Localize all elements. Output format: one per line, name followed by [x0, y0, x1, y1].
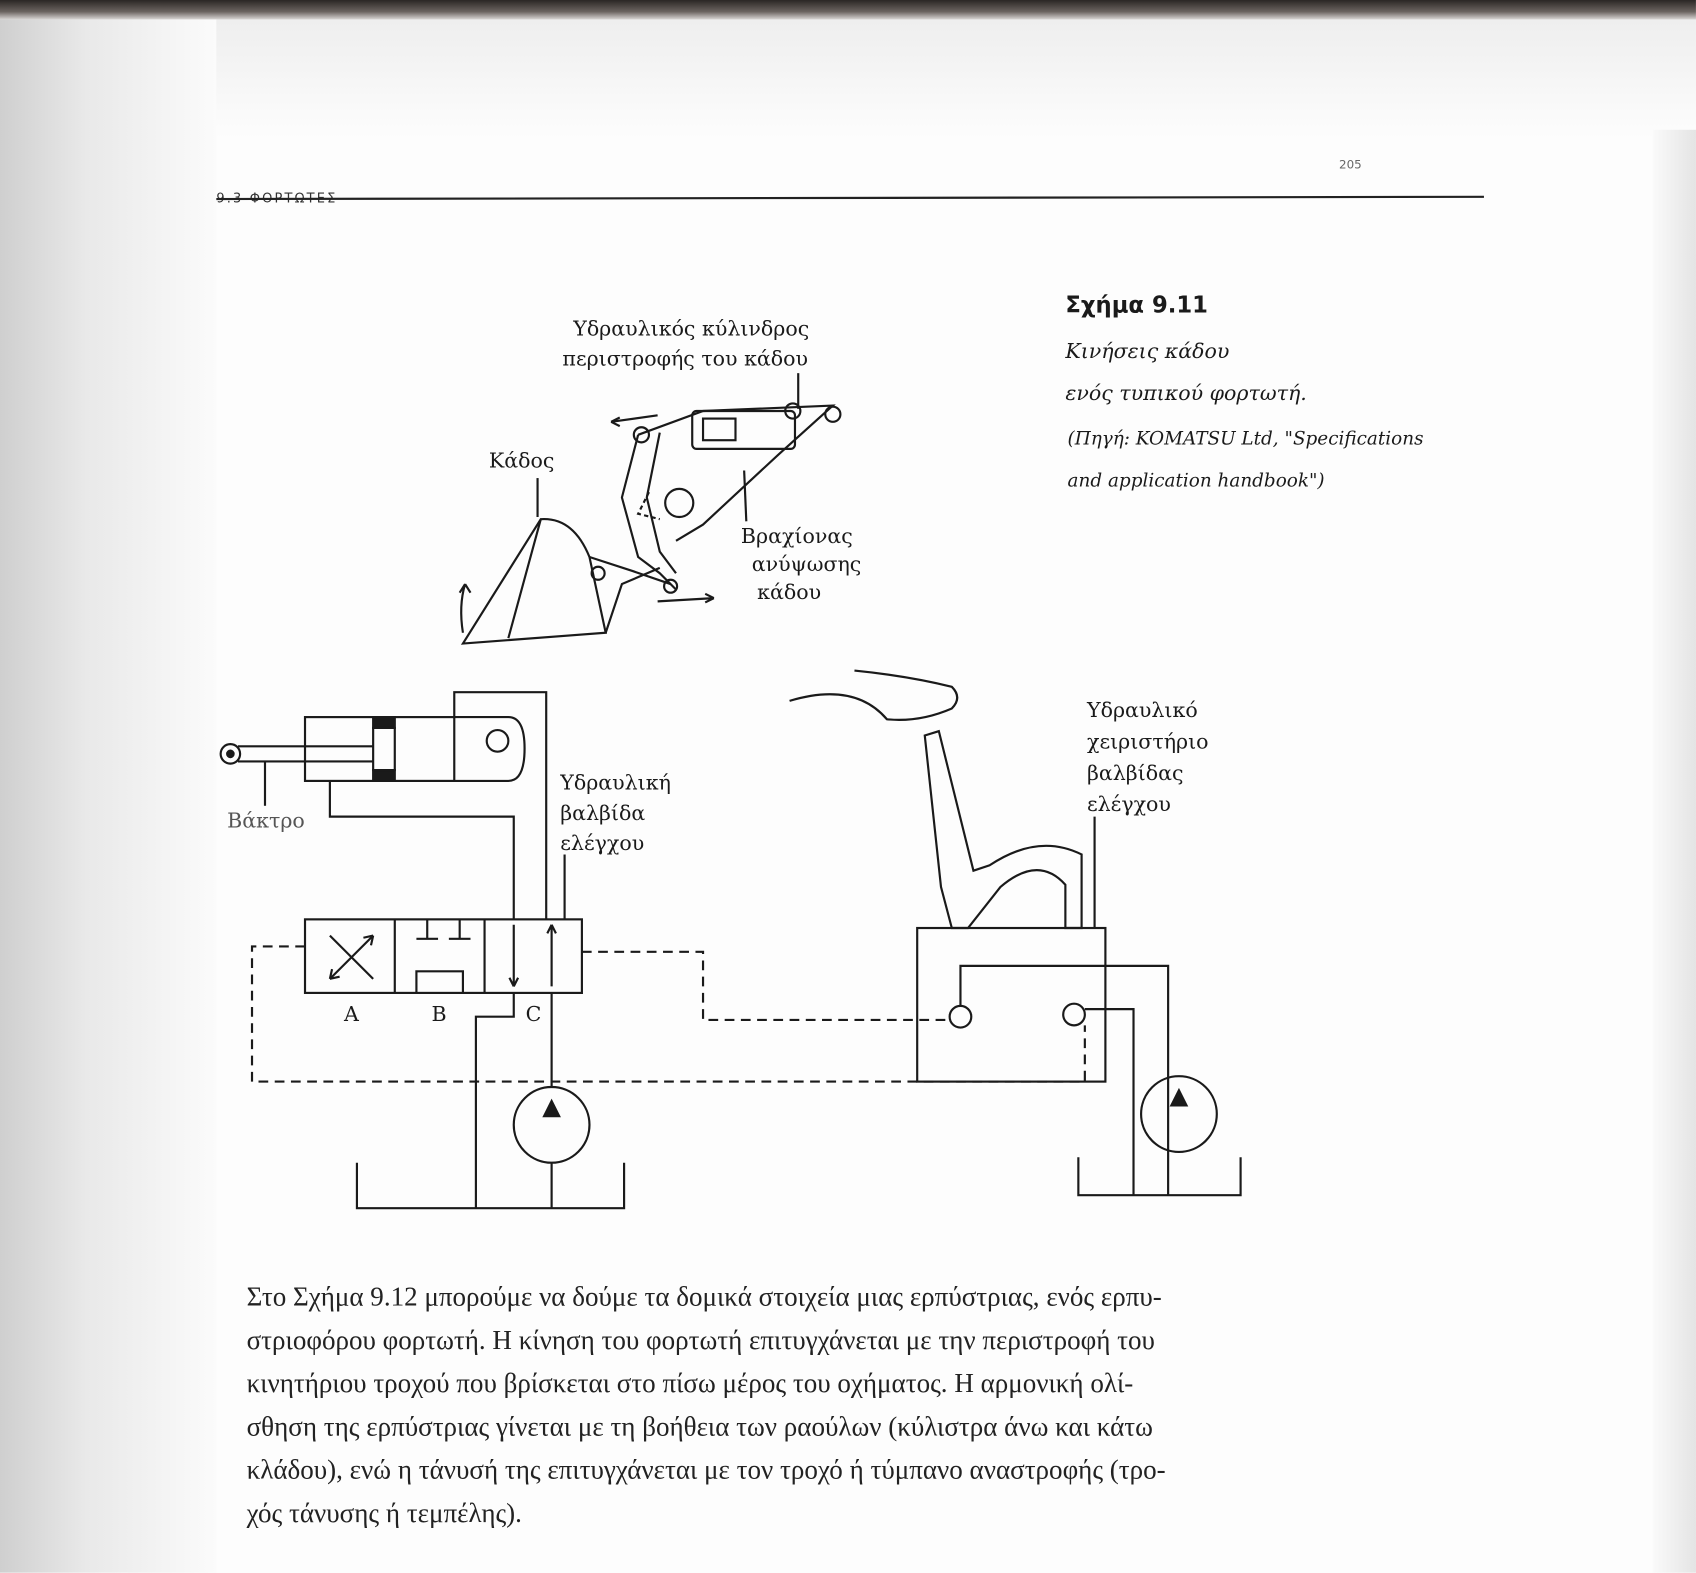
pump-icon [1140, 1075, 1218, 1153]
figure-title: Σχήμα 9.11 [1065, 292, 1208, 318]
figure-caption: ενός τυπικού φορτωτή. [1065, 381, 1307, 406]
label-boom: ανύψωσης [751, 552, 862, 577]
pump-icon [512, 1085, 591, 1164]
page-number: 205 [1339, 157, 1362, 172]
body-text-line: στριοφόρου φορτωτή. Η κίνηση του φορτωτή… [246, 1326, 1155, 1356]
label-boom: κάδου [757, 580, 822, 605]
label-cylinder: περιστροφής του κάδου [562, 347, 809, 371]
label-position-b: B [431, 1002, 447, 1027]
loader-bucket-drawing [458, 373, 842, 645]
pipe [453, 691, 548, 920]
control-valve [303, 918, 583, 994]
page-shadow [0, 19, 1696, 139]
tank-icon [355, 1162, 626, 1210]
label-pilot: Υδραυλικό [1087, 698, 1198, 723]
scan-edge [0, 0, 1696, 20]
body-text-line: χός τάνυσης ή τεμπέλης). [246, 1499, 522, 1529]
tank-icon [1077, 1157, 1242, 1197]
label-position-a: A [343, 1002, 359, 1027]
label-boom: Βραχίονας [740, 524, 853, 549]
figure-source: and application handbook") [1067, 470, 1325, 493]
hydraulic-cylinder [219, 716, 526, 806]
label-bucket: Κάδος [488, 448, 555, 473]
body-text-line: Στο Σχήμα 9.12 μπορούμε να δούμε τα δομι… [246, 1282, 1162, 1312]
pilot-lines [250, 945, 1086, 1083]
pilot-control-valve [789, 669, 1170, 1196]
pipe [328, 780, 515, 920]
label-cylinder: Υδραυλικός κύλινδρος [573, 316, 810, 341]
label-pilot: βαλβίδας [1087, 761, 1184, 786]
body-text-line: σθηση της ερπύστριας γίνεται με τη βοήθε… [246, 1412, 1153, 1442]
label-rod: Βάκτρο [227, 809, 305, 833]
label-position-c: C [525, 1002, 542, 1027]
body-text-line: κλάδου), ενώ η τάνυσή της επιτυγχάνεται … [246, 1455, 1166, 1486]
label-pilot: χειριστήριο [1087, 730, 1209, 754]
body-text-line: κινητήριου τροχού που βρίσκεται στο πίσω… [246, 1369, 1134, 1399]
return-line [474, 992, 515, 1209]
label-valve: βαλβίδα [560, 801, 646, 826]
binding-gutter [0, 19, 217, 1573]
label-pilot: ελέγχου [1087, 792, 1171, 817]
figure-source: (Πηγή: KOMATSU Ltd, "Specifications [1067, 428, 1424, 450]
label-valve: ελέγχου [560, 831, 645, 856]
figure-caption: Κινήσεις κάδου [1065, 339, 1230, 364]
label-valve: Υδραυλική [560, 771, 671, 795]
page-edge [1652, 129, 1696, 1573]
